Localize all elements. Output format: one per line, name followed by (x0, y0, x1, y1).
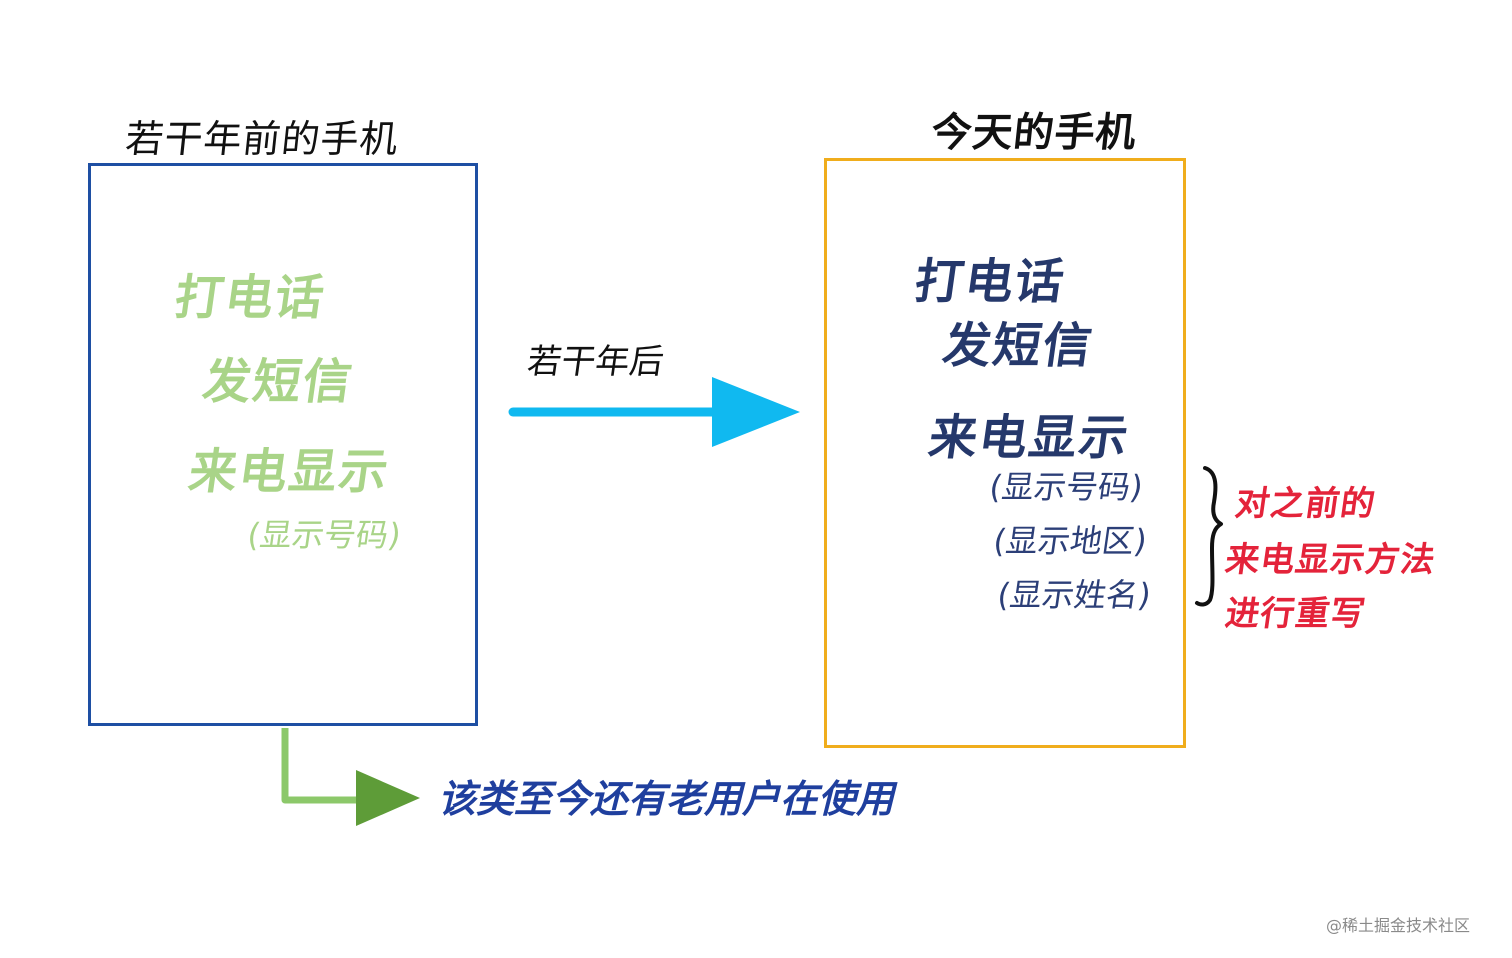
new-sub-show-name: (显示姓名) (995, 576, 1154, 614)
old-phone-title: 若干年前的手机 (123, 117, 401, 161)
new-feature-caller-id: 来电显示 (925, 410, 1134, 466)
new-phone-box (824, 158, 1186, 748)
override-note-line-1: 对之前的 (1232, 484, 1379, 524)
curly-brace (1195, 466, 1223, 607)
override-note-line-2: 来电显示方法 (1222, 540, 1439, 580)
legacy-arrow-head (356, 770, 420, 826)
legacy-users-note: 该类至今还有老用户在使用 (435, 777, 903, 821)
new-feature-call: 打电话 (911, 254, 1070, 310)
legacy-arrow (281, 728, 420, 826)
new-sub-show-region: (显示地区) (991, 522, 1150, 560)
override-note-line-3: 进行重写 (1222, 594, 1369, 634)
new-feature-sms: 发短信 (939, 318, 1098, 374)
old-feature-sms: 发短信 (199, 354, 358, 410)
legacy-arrow-shaft (281, 728, 372, 804)
old-feature-call: 打电话 (171, 270, 330, 326)
old-sub-show-number: (显示号码) (245, 516, 404, 554)
main-arrow-head (712, 377, 800, 447)
new-phone-title: 今天的手机 (929, 110, 1139, 156)
old-phone-box (88, 163, 478, 726)
watermark-text: @稀土掘金技术社区 (1326, 916, 1471, 935)
new-sub-show-number: (显示号码) (987, 468, 1146, 506)
main-arrow-label: 若干年后 (524, 342, 667, 382)
old-feature-caller-id: 来电显示 (185, 444, 394, 500)
main-arrow (508, 377, 800, 447)
